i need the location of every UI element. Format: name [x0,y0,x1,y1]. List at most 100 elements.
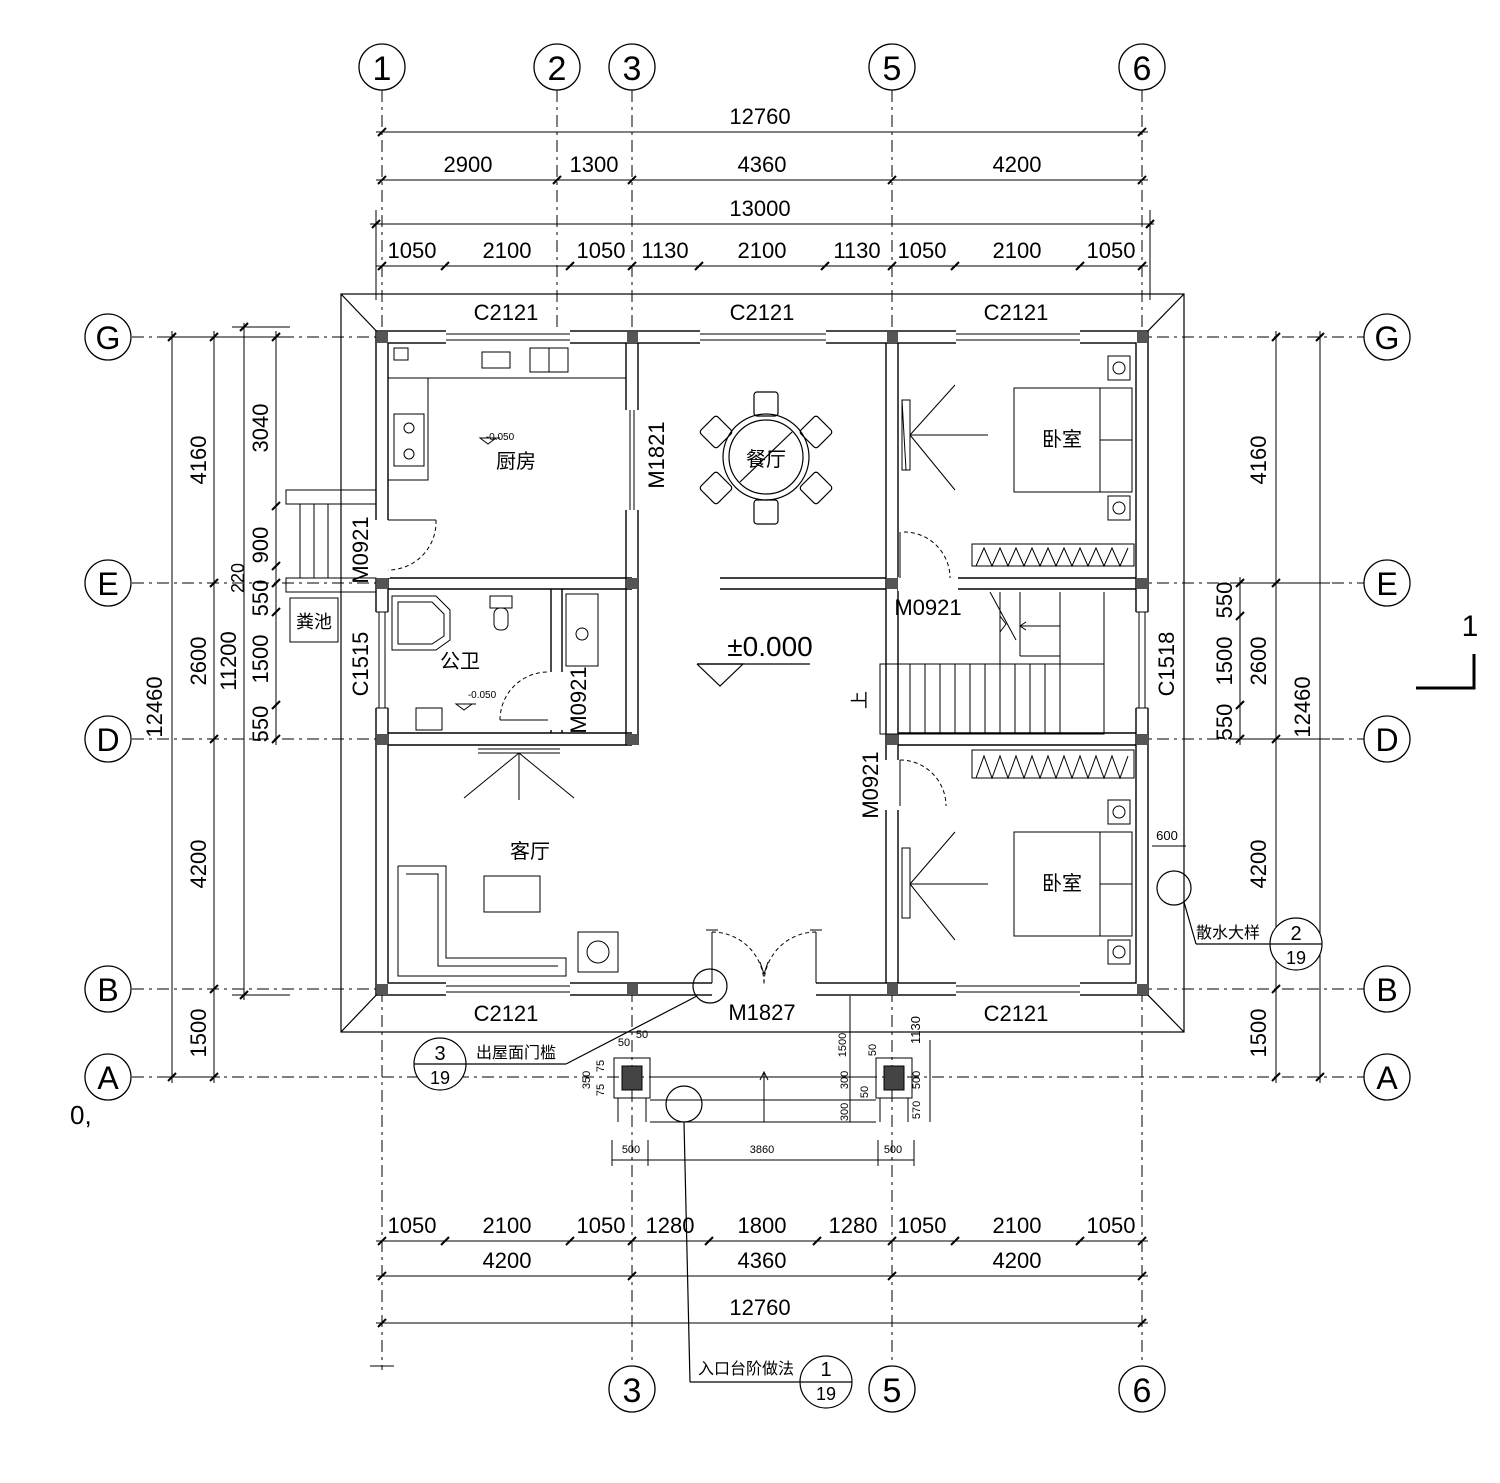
dim-text: 1500 [248,635,273,684]
level-bath: -0.050 [468,690,497,701]
dim-text: 12760 [729,1295,790,1320]
dim-text: 12760 [729,104,790,129]
dim-text: 50 [636,1029,648,1041]
axis-label-right: E [1376,566,1397,602]
dim-text: 50 [618,1037,630,1049]
dim-text: 1130 [908,1016,923,1044]
axis-label-left: E [97,566,118,602]
bathroom-fixtures [391,593,599,731]
room-label-bath: 公卫 [440,651,480,673]
axis-bubbles-top [358,43,1166,91]
dim-text: 2100 [738,238,787,263]
dim-text: 1050 [388,238,437,263]
callout-number: 1 [820,1359,831,1381]
dim-text: 350 [581,1071,593,1089]
dim-text: 220 [228,563,248,593]
axis-label-right: D [1375,722,1398,758]
axis-label-left: A [97,1060,119,1096]
dim-text: 4160 [1246,436,1271,485]
dim-text: 3040 [248,404,273,453]
dim-text: 2600 [186,637,211,686]
section-mark-label: 1 [1462,610,1479,643]
callout-threshold [413,968,728,1091]
callout-sheet: 19 [816,1384,836,1404]
room-label-bed2: 卧室 [1042,872,1082,895]
stray-mark: 0, [70,1100,92,1130]
kitchen-counter [388,347,626,481]
dim-text: 13000 [729,196,790,221]
axis-label-left: B [97,972,118,1008]
dim-text: 3860 [750,1144,774,1156]
dim-text: 550 [248,706,273,743]
axis-bubbles-bottom [608,1365,1166,1413]
entry-porch [611,996,931,1166]
dim-text: 1130 [833,238,880,263]
room-label-dining: 餐厅 [746,448,786,471]
dim-text: 550 [248,580,273,617]
dim-text: 2100 [483,1213,532,1238]
dim-text: 1050 [898,238,947,263]
door-label: M0921 [894,595,961,620]
axis-label-right: B [1376,972,1397,1008]
bedroom-1 [901,355,1135,568]
dim-text: 11200 [216,631,241,691]
dim-text: 1500 [186,1009,211,1058]
callout-number: 2 [1290,923,1301,945]
dim-text: 550 [1212,704,1237,741]
dim-text: 600 [1156,828,1178,843]
side-steps [285,489,377,643]
dim-text: 1300 [570,152,619,177]
dim-text: 12460 [1290,676,1315,737]
room-label-living: 客厅 [510,840,550,863]
axis-label-top: 1 [373,50,392,88]
dim-text: 4200 [1246,840,1271,889]
dim-text: 570 [911,1101,923,1119]
callout-steps [665,1085,853,1409]
dim-text: 900 [248,527,273,564]
door-label: M1821 [644,421,669,488]
dim-text: 2100 [483,238,532,263]
door-label: M0921 [858,751,883,818]
room-label-kitchen: 厨房 [496,450,536,473]
dim-text: 4360 [738,152,787,177]
dim-text: 1500 [837,1033,849,1057]
dining-table [699,391,833,525]
dim-text: 4200 [483,1248,532,1273]
dim-text: 1280 [829,1213,878,1238]
dim-text: 500 [911,1071,923,1089]
callout-sheet: 19 [1286,948,1306,968]
window-label: C2121 [984,300,1049,325]
axis-label-left: G [96,320,121,356]
dim-text: 1050 [1087,238,1136,263]
columns [377,332,1148,995]
dim-text: 4360 [738,1248,787,1273]
door-label: M0921 [348,516,373,583]
doors [387,410,951,985]
dim-text: 1050 [898,1213,947,1238]
bedroom-2 [901,749,1135,965]
dim-text: 2900 [444,152,493,177]
level-kitchen: -0.050 [486,432,515,443]
window-label: C2121 [730,300,795,325]
dim-text: 550 [1212,582,1237,619]
axis-bubbles-right [1363,313,1411,1101]
dim-text: 300 [839,1103,851,1121]
axis-label-bottom: 3 [623,1372,642,1410]
dim-text: 1050 [577,1213,626,1238]
axis-label-bottom: 5 [883,1372,902,1410]
callout-label: 散水大样 [1196,924,1260,942]
dim-text: 4200 [993,1248,1042,1273]
dim-text: 1800 [738,1213,787,1238]
callout-sheet: 19 [430,1068,450,1088]
dim-text: 1500 [1246,1009,1271,1058]
axis-label-left: D [96,722,119,758]
callout-label: 出屋面门槛 [476,1044,556,1062]
dim-text: 1050 [388,1213,437,1238]
stair-up-label: 上 [850,691,870,709]
section-mark [1416,654,1476,690]
axis-label-right: A [1376,1060,1398,1096]
dim-text: 1130 [641,238,688,263]
level-mark-main [696,663,810,687]
window-label: C2121 [984,1001,1049,1026]
